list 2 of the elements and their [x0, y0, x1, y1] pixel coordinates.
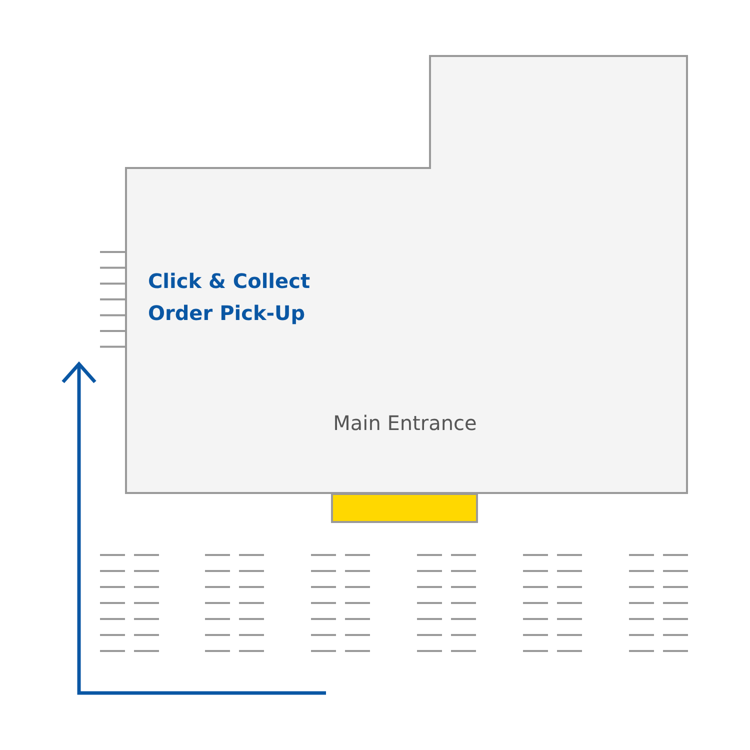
pickup-area-label: Click & Collect Order Pick-Up [148, 268, 312, 327]
entrance-label: Main Entrance [332, 410, 478, 437]
